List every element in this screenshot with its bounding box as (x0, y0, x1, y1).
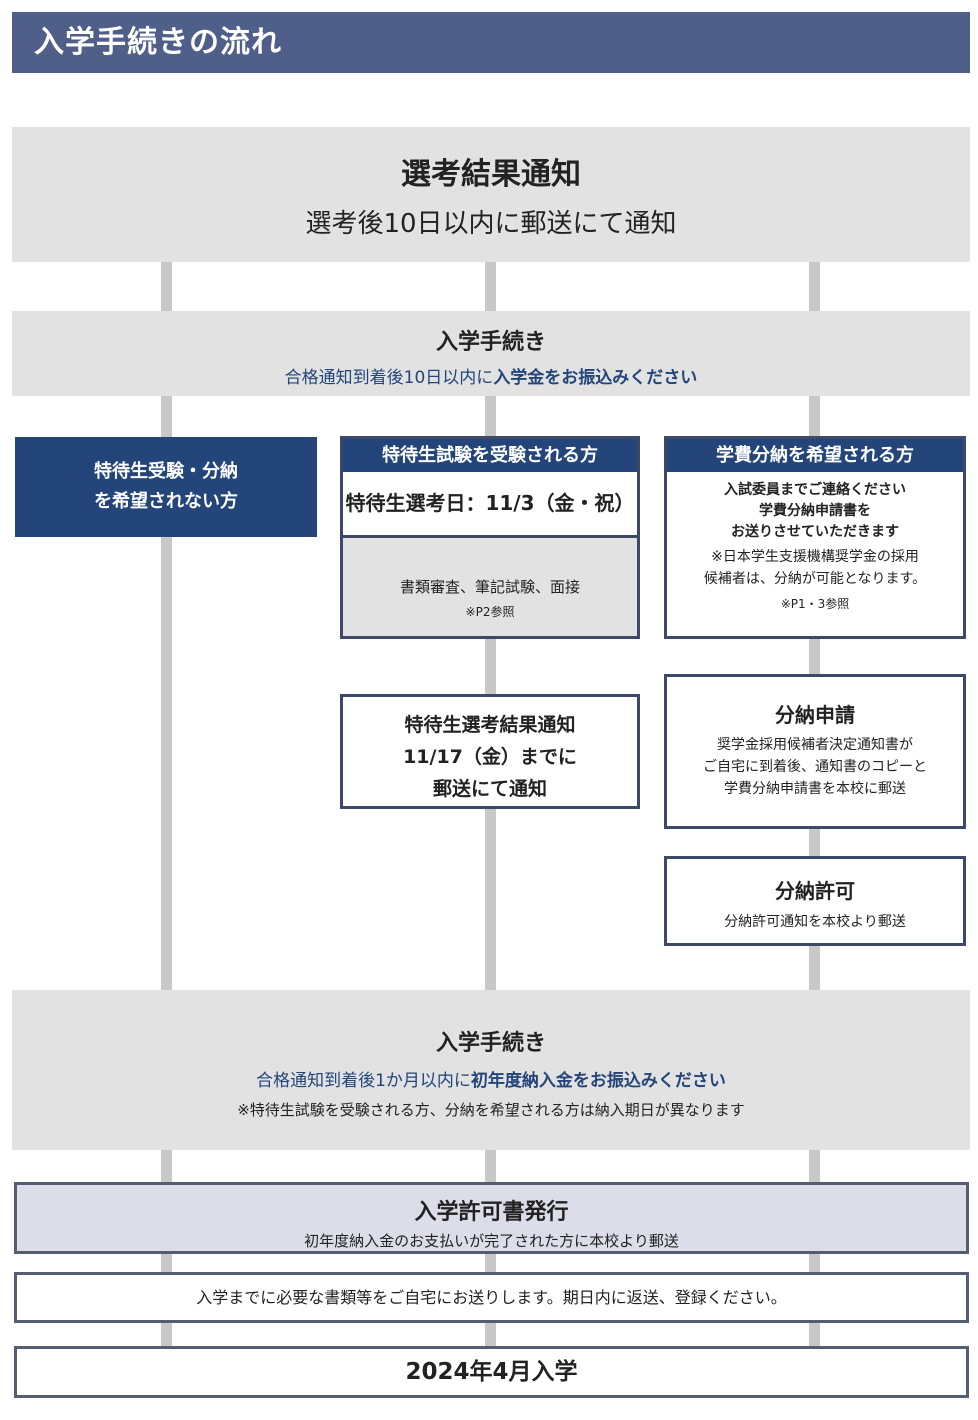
installment-application-text: 奨学金採用候補者決定通知書が ご自宅に到着後、通知書のコピーと 学費分納申請書を… (703, 737, 927, 797)
page-title: 入学手続きの流れ (12, 12, 970, 73)
documents-box: 入学までに必要な書類等をご自宅にお送りします。期日内に返送、登録ください。 (14, 1272, 969, 1323)
admission-procedure-box-1: 入学手続き 合格通知到着後10日以内に入学金をお振込みください (12, 311, 970, 396)
installment-box: 学費分納を希望される方 入試委員までご連絡ください 学費分納申請書を お送りさせ… (664, 436, 966, 639)
installment-header: 学費分納を希望される方 (667, 439, 963, 472)
flow-line-left (161, 262, 172, 1398)
installment-note: ※日本学生支援機構奨学金の採用 候補者は、分納が可能となります。 (703, 549, 927, 587)
installment-ref: ※P1・3参照 (780, 597, 850, 611)
selection-result-title: 選考結果通知 (401, 157, 581, 192)
flow-line-right (809, 262, 820, 1398)
admission-procedure-title-2: 入学手続き (435, 1031, 546, 1056)
admission-procedure-subnote-2: ※特待生試験を受験される方、分納を希望される方は納入期日が異なります (237, 1101, 745, 1119)
scholarship-exam-header: 特待生試験を受験される方 (343, 439, 637, 472)
installment-contact: 入試委員までご連絡ください 学費分納申請書を お送りさせていただきます (724, 482, 906, 540)
admission-procedure-box-2: 入学手続き 合格通知到着後1か月以内に初年度納入金をお振込みください ※特待生試… (12, 990, 970, 1150)
admission-permit-subtitle: 初年度納入金のお支払いが完了された方に本校より郵送 (304, 1232, 679, 1250)
selection-result-box: 選考結果通知 選考後10日以内に郵送にて通知 (12, 127, 970, 262)
installment-permission-text: 分納許可通知を本校より郵送 (724, 914, 906, 930)
flow-line-middle (485, 262, 496, 1398)
admission-permit-title: 入学許可書発行 (414, 1200, 569, 1225)
no-scholarship-box: 特待生受験・分納 を希望されない方 (15, 437, 317, 537)
admission-procedure-note-1: 合格通知到着後10日以内に入学金をお振込みください (284, 368, 698, 388)
scholarship-exam-ref: ※P2参照 (465, 605, 515, 619)
installment-application-title: 分納申請 (775, 703, 855, 727)
scholarship-exam-box: 特待生試験を受験される方 特待生選考日：11/3（金・祝） 書類審査、筆記試験、… (340, 436, 640, 639)
installment-application-box: 分納申請 奨学金採用候補者決定通知書が ご自宅に到着後、通知書のコピーと 学費分… (664, 674, 966, 829)
admission-procedure-title-1: 入学手続き (435, 330, 546, 355)
scholarship-exam-date: 特待生選考日：11/3（金・祝） (343, 472, 637, 538)
installment-permission-box: 分納許可 分納許可通知を本校より郵送 (664, 856, 966, 946)
entry-box: 2024年4月入学 (14, 1346, 969, 1398)
admission-procedure-note-2: 合格通知到着後1か月以内に初年度納入金をお振込みください (256, 1071, 726, 1091)
admission-permit-box: 入学許可書発行 初年度納入金のお支払いが完了された方に本校より郵送 (14, 1182, 969, 1254)
selection-result-subtitle: 選考後10日以内に郵送にて通知 (305, 209, 677, 239)
installment-permission-title: 分納許可 (775, 879, 855, 903)
scholarship-exam-content: 書類審査、筆記試験、面接 (399, 578, 580, 596)
scholarship-result-box: 特待生選考結果通知 11/17（金）までに 郵送にて通知 (340, 694, 640, 809)
scholarship-exam-details: 書類審査、筆記試験、面接 ※P2参照 (343, 538, 637, 636)
